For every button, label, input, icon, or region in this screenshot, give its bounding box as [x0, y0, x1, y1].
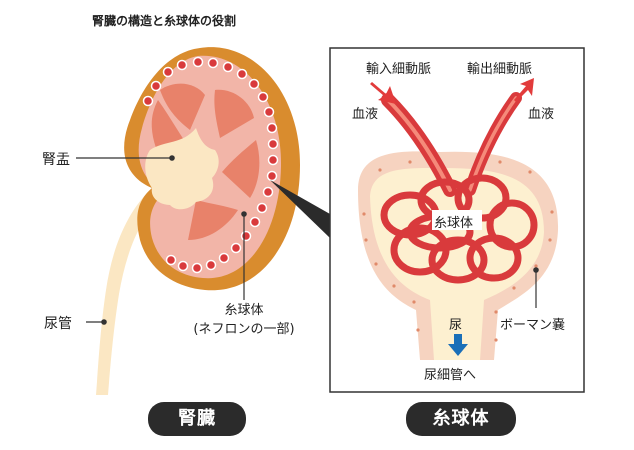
label-to-tubule: 尿細管へ: [424, 368, 477, 383]
bowman-leader: [533, 267, 539, 308]
ureter: [96, 190, 160, 395]
blood-flow-arrows: [370, 78, 534, 104]
bowman-space: [370, 167, 544, 360]
label-urine: 尿: [449, 318, 463, 333]
cortex-glomeruli-dots: [142, 56, 279, 274]
zoom-wedge: [270, 180, 330, 238]
label-blood-in: 血液: [352, 107, 379, 122]
label-renal-pelvis: 腎盂: [42, 152, 70, 168]
bowman-epithelium-dots: [362, 160, 554, 342]
label-ureter: 尿管: [44, 316, 72, 332]
urine-flow-arrow: [448, 334, 468, 356]
label-afferent-arteriole: 輸入細動脈: [366, 62, 432, 77]
kidney-illustration: [76, 47, 330, 395]
renal-pelvis: [145, 128, 219, 210]
glomerulus-illustration: [358, 78, 559, 360]
label-glomerulus-center: 糸球体: [434, 216, 474, 231]
label-glomerulus-note: (ネフロンの一部): [193, 322, 295, 337]
label-bowman-capsule: ボーマン嚢: [500, 318, 566, 333]
label-efferent-arteriole: 輸出細動脈: [467, 62, 533, 77]
caption-glomerulus: 糸球体: [406, 402, 516, 436]
blood-out-arrow: [514, 78, 534, 102]
glomerulus-label-bg: [432, 210, 482, 230]
kidney-leader-lines: [76, 155, 247, 325]
figure-title: 腎臓の構造と糸球体の役割: [92, 14, 237, 28]
caption-kidney: 腎臓: [148, 402, 246, 436]
label-glomerulus-kidney: 糸球体: [224, 303, 264, 318]
renal-pyramids: [151, 83, 260, 240]
label-blood-out: 血液: [528, 107, 555, 122]
blood-in-arrow: [370, 82, 396, 104]
